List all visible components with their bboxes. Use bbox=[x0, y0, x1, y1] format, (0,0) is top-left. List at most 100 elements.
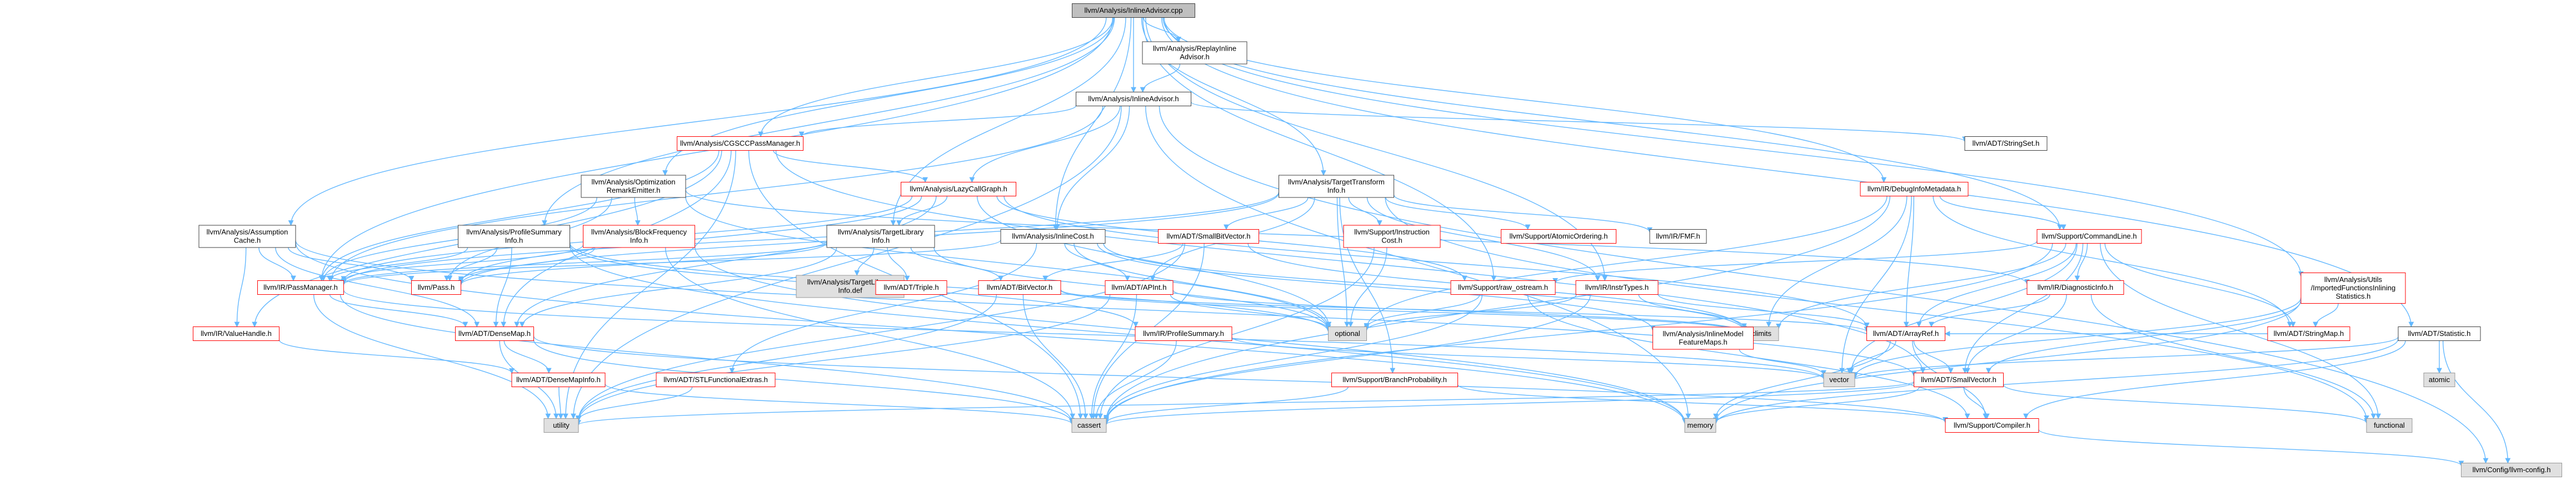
node-smallvector[interactable]: llvm/ADT/SmallVector.h bbox=[1914, 373, 2004, 387]
node-label: llvm/ADT/DenseMap.h bbox=[458, 329, 531, 338]
node-stlfunctional[interactable]: llvm/ADT/STLFunctionalExtras.h bbox=[656, 373, 776, 387]
edge-bitvector-to-climits bbox=[1060, 290, 1747, 334]
node-atomic: atomic bbox=[2423, 373, 2455, 387]
edge-smallbitvector-to-bitvector bbox=[1042, 243, 1184, 281]
node-box bbox=[1076, 92, 1191, 106]
edge-root-to-importedfunctions bbox=[1164, 17, 2304, 277]
edge-importedfunctions-to-stringmap bbox=[2313, 303, 2339, 328]
node-densemapinfo[interactable]: llvm/ADT/DenseMapInfo.h bbox=[511, 373, 606, 387]
node-label: llvm/Analysis/Utils bbox=[2324, 275, 2383, 284]
node-triple[interactable]: llvm/ADT/Triple.h bbox=[875, 280, 947, 295]
node-fmf[interactable]: llvm/IR/FMF.h bbox=[1649, 229, 1707, 244]
node-label: llvm/IR/PassManager.h bbox=[263, 283, 338, 291]
edge-cgscc-to-lazycg bbox=[773, 150, 928, 183]
node-box bbox=[1158, 229, 1259, 244]
node-label: llvm/ADT/BitVector.h bbox=[987, 283, 1052, 291]
edge-arrayref-to-smallvector bbox=[1913, 340, 1954, 374]
node-statistic[interactable]: llvm/ADT/Statistic.h bbox=[2398, 326, 2481, 341]
node-label: Info.h bbox=[1327, 186, 1346, 195]
edge-inlinecost-to-passmanager bbox=[341, 239, 1001, 285]
edge-debuginfo-to-arrayref bbox=[1903, 196, 1914, 328]
node-label: llvm/ADT/SmallVector.h bbox=[1921, 375, 1996, 384]
edge-statistic-to-memory bbox=[1713, 339, 2399, 424]
edge-smallvector-to-cassert bbox=[1104, 382, 1915, 425]
node-label: atomic bbox=[2429, 375, 2450, 384]
edge-inlinemodel-to-vector bbox=[1739, 349, 1826, 376]
edge-densemap-to-densemapinfo bbox=[503, 340, 552, 374]
node-importedfunctions[interactable]: llvm/Analysis/Utils/ImportedFunctionsInl… bbox=[2300, 273, 2406, 304]
node-instrtypes[interactable]: llvm/IR/InstrTypes.h bbox=[1575, 280, 1659, 295]
node-box bbox=[826, 225, 935, 248]
node-rawostream[interactable]: llvm/Support/raw_ostream.h bbox=[1450, 280, 1556, 295]
node-label: llvm/ADT/Statistic.h bbox=[2408, 329, 2471, 338]
node-pass[interactable]: llvm/Pass.h bbox=[411, 280, 461, 295]
node-apint[interactable]: llvm/ADT/APInt.h bbox=[1105, 280, 1174, 295]
edge-passmanager-to-cassert bbox=[340, 294, 1075, 423]
node-densemap[interactable]: llvm/ADT/DenseMap.h bbox=[455, 326, 534, 341]
node-box bbox=[198, 225, 296, 248]
node-opt[interactable]: llvm/Analysis/OptimizationRemarkEmitter.… bbox=[581, 175, 686, 198]
edge-blockfreq-to-cassert bbox=[665, 247, 1076, 419]
edge-tli-to-passmanager bbox=[341, 241, 827, 285]
node-debuginfo[interactable]: llvm/IR/DebugInfoMetadata.h bbox=[1860, 182, 1969, 196]
node-cgscc[interactable]: llvm/Analysis/CGSCCPassManager.h bbox=[677, 136, 803, 151]
node-smallbitvector[interactable]: llvm/ADT/SmallBitVector.h bbox=[1158, 229, 1259, 244]
edge-inlineadvisor-to-utility bbox=[571, 106, 1122, 419]
node-commandline[interactable]: llvm/Support/CommandLine.h bbox=[2036, 229, 2142, 244]
node-label: llvm/Pass.h bbox=[418, 283, 455, 291]
node-arrayref[interactable]: llvm/ADT/ArrayRef.h bbox=[1866, 326, 1945, 341]
node-box bbox=[583, 225, 695, 248]
node-bitvector[interactable]: llvm/ADT/BitVector.h bbox=[978, 280, 1061, 295]
node-branchprob[interactable]: llvm/Support/BranchProbability.h bbox=[1331, 373, 1458, 387]
node-diaginfo[interactable]: llvm/IR/DiagnosticInfo.h bbox=[2026, 280, 2124, 295]
node-label: optional bbox=[1335, 329, 1360, 338]
edge-inlineadvisor-to-inlinecost bbox=[1054, 106, 1130, 230]
node-label: llvm/Analysis/InlineAdvisor.h bbox=[1088, 95, 1179, 103]
node-profsummary[interactable]: llvm/IR/ProfileSummary.h bbox=[1135, 326, 1232, 341]
edge-passmanager-to-densemap bbox=[329, 294, 468, 328]
node-label: llvm/Support/Compiler.h bbox=[1954, 421, 2030, 429]
node-stringset[interactable]: llvm/ADT/StringSet.h bbox=[1964, 136, 2048, 151]
node-utility: utility bbox=[543, 418, 579, 433]
edge-tti-to-smallbitvector bbox=[1224, 197, 1309, 230]
node-lazycg[interactable]: llvm/Analysis/LazyCallGraph.h bbox=[901, 182, 1016, 196]
edge-inlineadvisor-to-stringset bbox=[1190, 101, 1968, 142]
edge-instrtypes-to-climits bbox=[1638, 294, 1747, 329]
node-stringmap[interactable]: llvm/ADT/StringMap.h bbox=[2267, 326, 2350, 341]
node-label: llvm/Analysis/ProfileSummary bbox=[466, 228, 562, 236]
edge-densemapinfo-to-cassert bbox=[605, 383, 1075, 425]
node-inlinecost[interactable]: llvm/Analysis/InlineCost.h bbox=[1000, 229, 1106, 244]
node-box bbox=[1866, 326, 1945, 341]
edge-cgscc-to-passmanager bbox=[319, 150, 720, 281]
node-label: llvm/IR/ProfileSummary.h bbox=[1143, 329, 1224, 338]
node-valuehandle[interactable]: llvm/IR/ValueHandle.h bbox=[193, 326, 279, 341]
node-inlineadvisor[interactable]: llvm/Analysis/InlineAdvisor.h bbox=[1076, 92, 1191, 106]
node-box bbox=[455, 326, 534, 341]
edge-smallvector-to-compiler bbox=[1963, 387, 1990, 419]
edge-commandline-to-arrayref bbox=[1916, 243, 2077, 328]
edge-commandline-to-stringmap bbox=[2104, 243, 2296, 328]
node-functional: functional bbox=[2366, 418, 2413, 433]
node-box bbox=[1328, 326, 1367, 341]
edge-commandline-to-diaginfo bbox=[2074, 243, 2088, 281]
node-box bbox=[1501, 229, 1616, 244]
edge-rawostream-to-optional bbox=[1364, 294, 1480, 329]
edge-tti-to-branchprob bbox=[1339, 197, 1396, 374]
node-label: FeatureMaps.h bbox=[1679, 338, 1727, 347]
node-passmanager[interactable]: llvm/IR/PassManager.h bbox=[257, 280, 344, 295]
edge-profilesummary-to-densemap bbox=[493, 247, 512, 328]
node-label: RemarkEmitter.h bbox=[607, 186, 661, 195]
node-atomicordering[interactable]: llvm/Support/AtomicOrdering.h bbox=[1501, 229, 1616, 244]
node-compiler[interactable]: llvm/Support/Compiler.h bbox=[1945, 418, 2039, 433]
node-label: llvm/IR/FMF.h bbox=[1656, 232, 1700, 240]
edge-root-to-statistic bbox=[1161, 17, 2414, 328]
node-box bbox=[511, 373, 606, 387]
